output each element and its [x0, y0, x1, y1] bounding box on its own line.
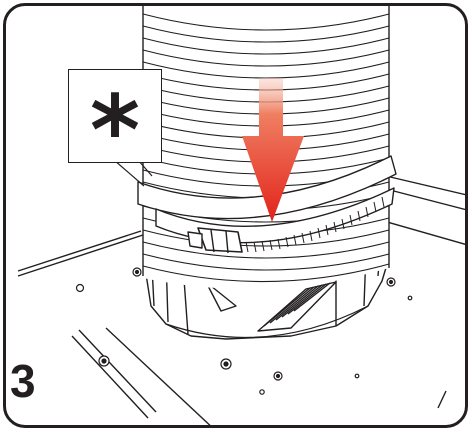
arrow-down-icon	[242, 78, 304, 222]
hose-clamp	[137, 155, 397, 254]
installation-illustration	[17, 6, 465, 425]
diagram-frame: * 3	[3, 3, 468, 428]
screw-heads	[75, 267, 413, 395]
asterisk-icon: *	[68, 69, 162, 179]
step-number: 3	[10, 355, 36, 407]
